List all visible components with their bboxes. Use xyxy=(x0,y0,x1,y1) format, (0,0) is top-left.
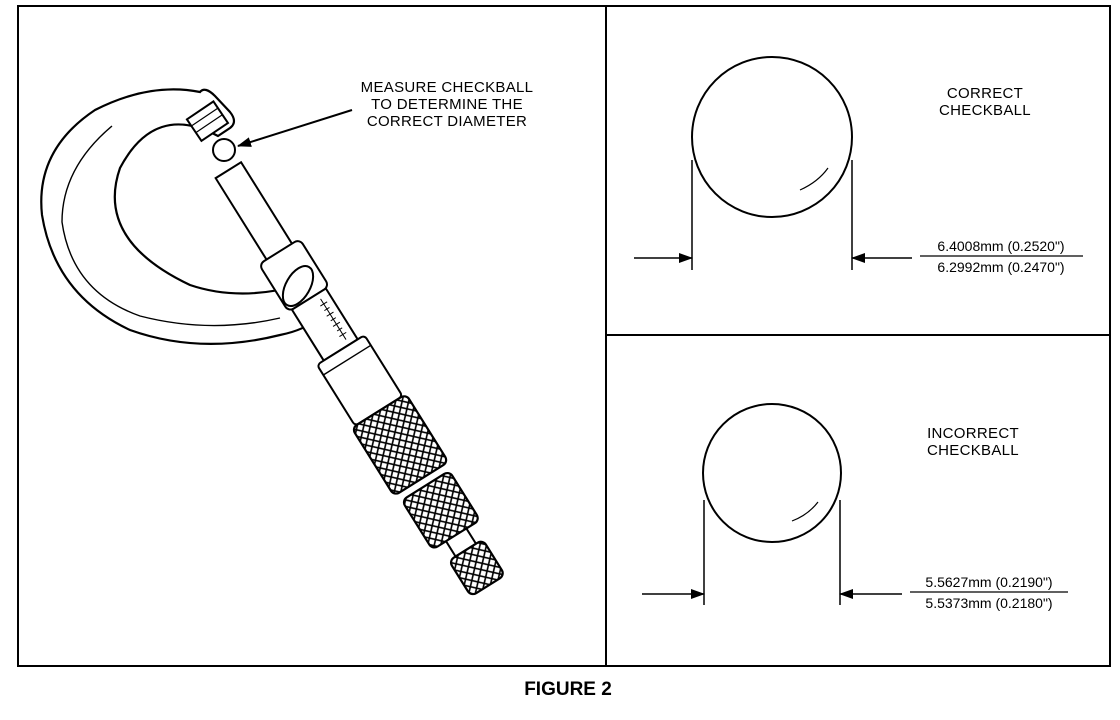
correct-label-line-2: CHECKBALL xyxy=(939,102,1031,119)
incorrect-checkball-panel: INCORRECT CHECKBALL 5.5627mm (0.2190") 5… xyxy=(642,403,1068,611)
correct-checkball xyxy=(691,56,853,218)
incorrect-checkball-highlight xyxy=(791,501,819,522)
micrometer-frame xyxy=(40,88,320,345)
correct-dim-upper: 6.4008mm (0.2520") xyxy=(937,238,1064,254)
ratchet-stop xyxy=(449,540,504,596)
micrometer-body xyxy=(214,160,504,596)
incorrect-dim-upper: 5.5627mm (0.2190") xyxy=(925,574,1052,590)
correct-checkball-highlight xyxy=(799,167,829,191)
frame-inner-edge xyxy=(61,125,281,327)
checkball-leader-arrow xyxy=(237,109,353,147)
micrometer-spindle xyxy=(214,160,296,265)
incorrect-label-line-2: CHECKBALL xyxy=(927,442,1019,459)
micrometer-anvil xyxy=(185,100,230,143)
micrometer-label-line-1: MEASURE CHECKBALL xyxy=(361,79,534,96)
correct-label-line-1: CORRECT xyxy=(947,85,1023,102)
thimble-knurled-grip xyxy=(352,395,448,495)
incorrect-label-line-1: INCORRECT xyxy=(927,425,1019,442)
incorrect-checkball xyxy=(702,403,842,543)
incorrect-dim-lower: 5.5373mm (0.2180") xyxy=(925,595,1052,611)
correct-dim-lower: 6.2992mm (0.2470") xyxy=(937,259,1064,275)
checkball-under-test xyxy=(212,138,236,162)
micrometer-label-line-2: TO DETERMINE THE xyxy=(371,96,523,113)
figure-caption: FIGURE 2 xyxy=(524,679,612,700)
micrometer-label-line-3: CORRECT DIAMETER xyxy=(367,113,527,130)
correct-checkball-panel: CORRECT CHECKBALL 6.4008mm (0.2520") 6.2… xyxy=(634,56,1083,275)
micrometer-illustration: MEASURE CHECKBALL TO DETERMINE THE CORRE… xyxy=(40,79,534,596)
micrometer-lock-lever xyxy=(281,265,315,307)
